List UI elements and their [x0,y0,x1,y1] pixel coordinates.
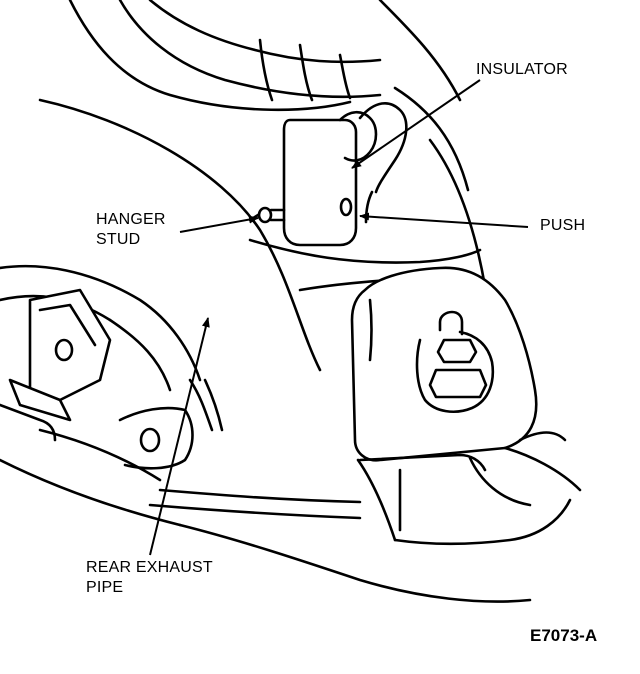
rear-exhaust-pipe [0,264,532,603]
rear-exhaust-pipe-label-line1: REAR EXHAUST [86,559,213,576]
insulator-block [282,102,408,247]
push-label: PUSH [540,217,586,234]
hanger-stud [248,206,286,224]
figure-number: E7073-A [530,626,598,645]
insulator-leader-arrow [351,79,481,169]
upper-frame-body [68,0,470,192]
hanger-stud-label-line2: STUD [96,231,141,248]
rear-pipe-leader-arrow [149,317,210,556]
push-leader-arrow [359,212,529,228]
mounting-bracket [350,266,582,546]
rear-exhaust-pipe-label-line2: PIPE [86,579,124,596]
hanger-stud-label-line1: HANGER [96,211,166,228]
insulator-label: INSULATOR [476,61,568,78]
hanger-stud-leader-arrow [179,215,259,233]
